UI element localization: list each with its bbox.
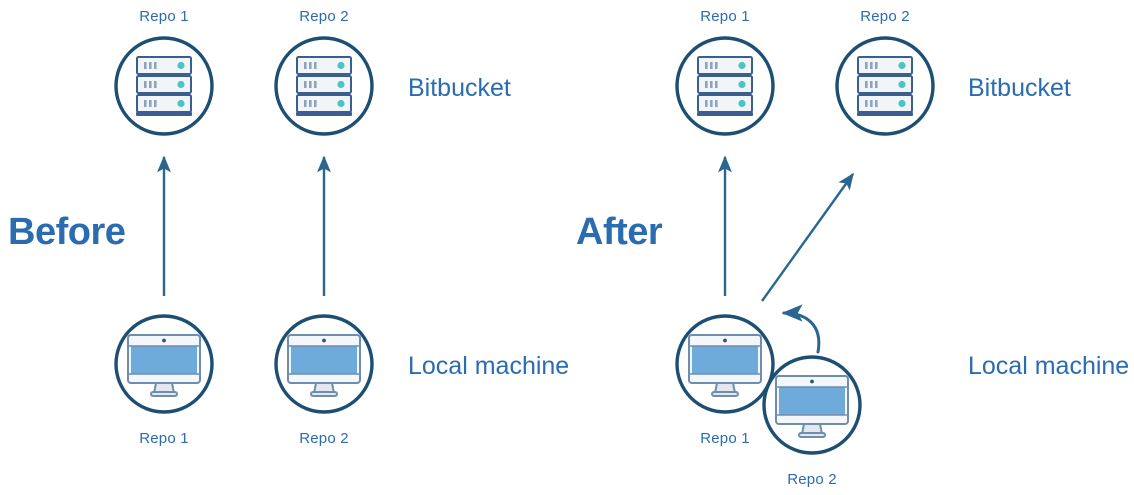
node-label: Repo 1 [139,430,189,447]
node-label: Repo 2 [860,8,910,25]
row-label-local-machine-after: Local machine [968,352,1129,380]
row-label-bitbucket-before: Bitbucket [408,74,511,102]
before-arrow-group [157,155,331,296]
row-label-bitbucket-after: Bitbucket [968,74,1071,102]
phase-title-after: After [576,211,663,253]
node-label: Repo 2 [299,430,349,447]
node-label: Repo 2 [299,8,349,25]
row-label-local-machine-before: Local machine [408,352,569,380]
server-icon [856,56,914,117]
server-icon [135,56,193,117]
after-remote-node-repo-1[interactable]: Repo 1 [675,8,775,136]
after-local-node-repo-1[interactable]: Repo 1 [675,314,775,447]
after-push-arrow-repo-2-diagonal [761,172,854,302]
before-local-node-repo-2[interactable]: Repo 2 [274,314,374,447]
before-local-node-repo-1[interactable]: Repo 1 [114,314,214,447]
after-remote-node-repo-2[interactable]: Repo 2 [835,8,935,136]
after-arrow-group [718,155,854,354]
after-local-node-repo-2[interactable]: Repo 2 [762,355,862,488]
after-submodule-curved-arrow [781,304,821,354]
node-label: Repo 1 [139,8,189,25]
node-label: Repo 1 [700,8,750,25]
before-remote-node-repo-2[interactable]: Repo 2 [274,8,374,136]
server-icon [696,56,754,117]
before-remote-node-repo-1[interactable]: Repo 1 [114,8,214,136]
server-icon [295,56,353,117]
node-label: Repo 2 [787,471,837,488]
node-label: Repo 1 [700,430,750,447]
phase-title-before: Before [8,211,125,253]
